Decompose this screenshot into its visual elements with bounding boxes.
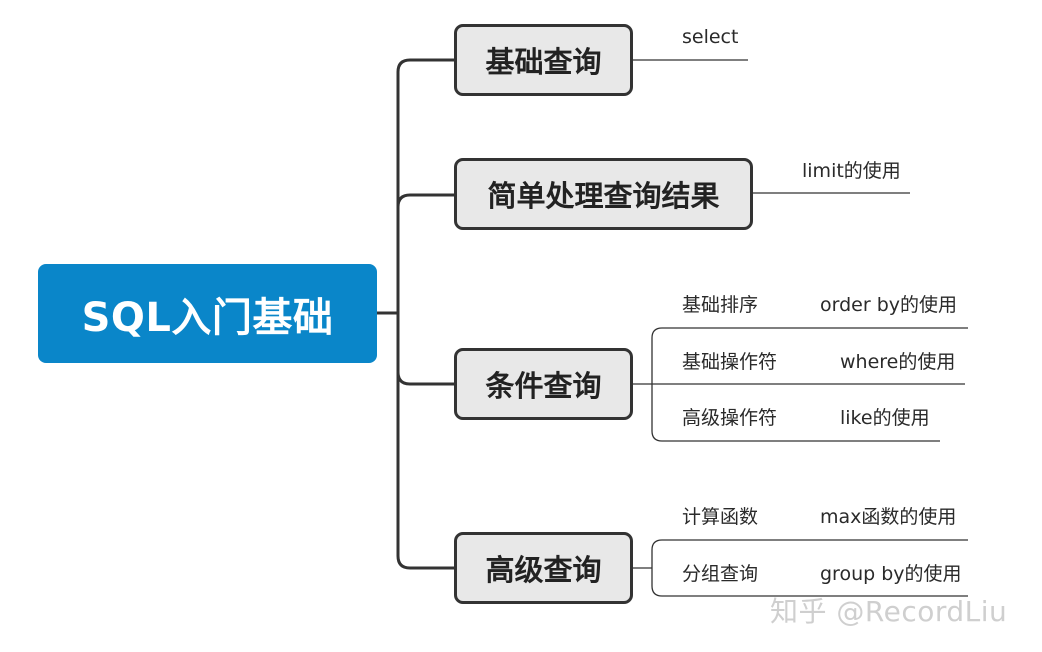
branch-basic-query[interactable]: 基础查询 (454, 24, 633, 96)
branch-advanced-query[interactable]: 高级查询 (454, 532, 633, 604)
bracket-condition (632, 327, 968, 442)
leaf-where-use[interactable]: where的使用 (840, 351, 956, 373)
trunk-line (396, 58, 457, 570)
bracket-advanced (632, 539, 968, 597)
leaf-advanced-operators[interactable]: 高级操作符 (682, 407, 778, 429)
root-node[interactable]: SQL入门基础 (38, 264, 377, 363)
watermark: 知乎 @RecordLiu (770, 595, 1008, 628)
leaf-max-use[interactable]: max函数的使用 (820, 506, 957, 528)
leaf-group-query[interactable]: 分组查询 (682, 563, 759, 585)
leaf-basic-operators[interactable]: 基础操作符 (682, 351, 778, 373)
leaf-like-use[interactable]: like的使用 (840, 407, 930, 429)
leaf-basic-sort[interactable]: 基础排序 (682, 294, 759, 316)
leaf-order-by[interactable]: order by的使用 (820, 294, 958, 316)
leaf-group-by[interactable]: group by的使用 (820, 563, 962, 585)
leaf-calc-functions[interactable]: 计算函数 (682, 506, 759, 528)
trunk-branch-3 (396, 370, 457, 386)
branch-process-results[interactable]: 简单处理查询结果 (454, 158, 753, 230)
leaf-limit-use[interactable]: limit的使用 (802, 160, 901, 182)
leaf-select[interactable]: select (682, 26, 739, 48)
branch-condition-query[interactable]: 条件查询 (454, 348, 633, 420)
trunk-branch-2 (396, 193, 457, 209)
